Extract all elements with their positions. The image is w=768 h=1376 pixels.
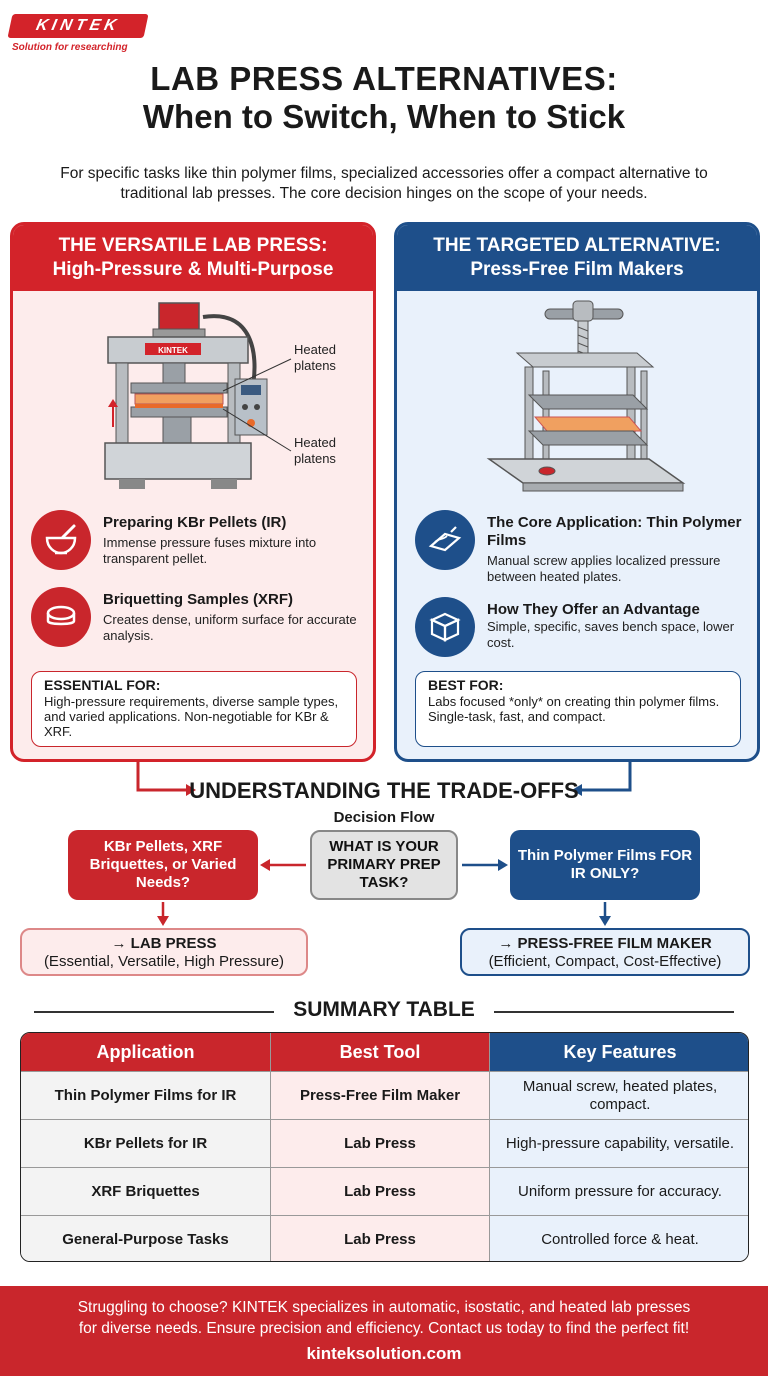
table-header-application: Application [21, 1033, 271, 1071]
press-brand-label: KINTEK [158, 346, 188, 355]
lab-press-title-line1: THE VERSATILE LAB PRESS: [58, 235, 328, 256]
decision-right-question: Thin Polymer Films FOR IR ONLY? [510, 830, 700, 900]
essential-for-note: ESSENTIAL FOR: High-pressure requirement… [31, 671, 357, 747]
footer-line1: Struggling to choose? KINTEK specializes… [77, 1299, 691, 1316]
table-cell-best-tool: Lab Press [271, 1119, 490, 1167]
heated-platens-callout-bottom: Heated platens [294, 435, 336, 466]
footer-banner: Struggling to choose? KINTEK specializes… [0, 1286, 768, 1376]
table-row: Thin Polymer Films for IR Press-Free Fil… [21, 1071, 748, 1119]
outcome-lab-press: → LAB PRESS (Essential, Versatile, High … [20, 928, 308, 976]
decision-left-question: KBr Pellets, XRF Briquettes, or Varied N… [68, 830, 258, 900]
heated-platens-callout-top: Heated platens [294, 342, 336, 373]
feature-kbr-desc: Immense pressure fuses mixture into tran… [103, 535, 317, 566]
feature-thin-polymer-films: The Core Application: Thin Polymer Films… [415, 510, 745, 584]
feature-advantage-title: How They Offer an Advantage [487, 601, 700, 618]
feature-kbr-title: Preparing KBr Pellets (IR) [103, 514, 287, 531]
film-maker-illustration [486, 300, 686, 492]
table-cell-best-tool: Lab Press [271, 1215, 490, 1261]
lab-press-illustration: KINTEK [104, 302, 292, 489]
table-cell-key-features: Uniform pressure for accuracy. [490, 1167, 748, 1215]
summary-divider-left [34, 1011, 274, 1013]
film-maker-panel: THE TARGETED ALTERNATIVE: Press-Free Fil… [394, 222, 760, 762]
table-cell-key-features: Manual screw, heated plates, compact. [490, 1071, 748, 1119]
logo-wordmark: KINTEK [7, 14, 149, 38]
film-sheet-icon [415, 510, 475, 570]
summary-table: Application Best Tool Key Features Thin … [20, 1032, 749, 1262]
outcome-film-maker-desc: (Efficient, Compact, Cost-Effective) [488, 953, 722, 970]
box-icon [415, 597, 475, 657]
table-header-key-features: Key Features [490, 1033, 748, 1071]
feature-advantage-desc: Simple, specific, saves bench space, low… [487, 619, 735, 650]
pellet-disc-icon [31, 587, 91, 647]
feature-film-title: The Core Application: Thin Polymer Films [487, 514, 742, 549]
tradeoffs-title: UNDERSTANDING THE TRADE-OFFS [189, 778, 579, 803]
summary-divider-right [494, 1011, 734, 1013]
feature-advantage: How They Offer an Advantage Simple, spec… [415, 597, 745, 657]
footer-line2: for diverse needs. Ensure precision and … [78, 1320, 690, 1337]
essential-for-title: ESSENTIAL FOR: [44, 677, 161, 693]
table-cell-best-tool: Press-Free Film Maker [271, 1071, 490, 1119]
best-for-title: BEST FOR: [428, 677, 504, 693]
best-for-note: BEST FOR: Labs focused *only* on creatin… [415, 671, 741, 747]
table-row: General-Purpose Tasks Lab Press Controll… [21, 1215, 748, 1261]
footer-website-link[interactable]: kinteksolution.com [306, 1344, 462, 1363]
table-header-best-tool: Best Tool [271, 1033, 490, 1071]
kintek-logo: KINTEK Solution for researching [7, 14, 150, 53]
decision-center-question: WHAT IS YOUR PRIMARY PREP TASK? [310, 830, 458, 900]
page-title-line1: LAB PRESS ALTERNATIVES: [150, 60, 618, 97]
table-row: XRF Briquettes Lab Press Uniform pressur… [21, 1167, 748, 1215]
feature-xrf-desc: Creates dense, uniform surface for accur… [103, 612, 357, 643]
feature-kbr-pellets: Preparing KBr Pellets (IR) Immense press… [31, 510, 361, 570]
essential-for-text: High-pressure requirements, diverse samp… [44, 694, 339, 739]
table-cell-key-features: Controlled force & heat. [490, 1215, 748, 1261]
lab-press-title-line2: High-Pressure & Multi-Purpose [52, 259, 334, 280]
film-maker-title-line1: THE TARGETED ALTERNATIVE: [433, 235, 721, 256]
decision-flow-label: Decision Flow [333, 809, 435, 826]
mortar-pestle-icon [31, 510, 91, 570]
table-row: KBr Pellets for IR Lab Press High-pressu… [21, 1119, 748, 1167]
film-maker-title-line2: Press-Free Film Makers [470, 259, 684, 280]
outcome-film-maker-title: → PRESS-FREE FILM MAKER [498, 935, 712, 952]
lab-press-panel: THE VERSATILE LAB PRESS: High-Pressure &… [10, 222, 376, 762]
summary-title: SUMMARY TABLE [293, 998, 475, 1021]
best-for-text: Labs focused *only* on creating thin pol… [428, 694, 720, 724]
table-cell-application: General-Purpose Tasks [21, 1215, 271, 1261]
flow-connectors [136, 762, 632, 926]
outcome-lab-press-desc: (Essential, Versatile, High Pressure) [43, 953, 285, 970]
intro-text: For specific tasks like thin polymer fil… [60, 165, 708, 202]
table-cell-key-features: High-pressure capability, versatile. [490, 1119, 748, 1167]
feature-xrf-title: Briquetting Samples (XRF) [103, 591, 294, 608]
outcome-film-maker: → PRESS-FREE FILM MAKER (Efficient, Comp… [460, 928, 750, 976]
table-cell-application: KBr Pellets for IR [21, 1119, 271, 1167]
table-cell-application: XRF Briquettes [21, 1167, 271, 1215]
logo-tagline: Solution for researching [12, 42, 128, 53]
lab-press-panel-header: THE VERSATILE LAB PRESS: High-Pressure &… [13, 225, 373, 291]
page-title-line2: When to Switch, When to Stick [142, 98, 626, 135]
table-cell-best-tool: Lab Press [271, 1167, 490, 1215]
film-maker-panel-header: THE TARGETED ALTERNATIVE: Press-Free Fil… [397, 225, 757, 291]
table-cell-application: Thin Polymer Films for IR [21, 1071, 271, 1119]
feature-xrf-briquetting: Briquetting Samples (XRF) Creates dense,… [31, 587, 361, 647]
table-header-row: Application Best Tool Key Features [21, 1033, 748, 1071]
feature-film-desc: Manual screw applies localized pressure … [487, 553, 721, 584]
outcome-lab-press-title: → LAB PRESS [111, 935, 217, 952]
